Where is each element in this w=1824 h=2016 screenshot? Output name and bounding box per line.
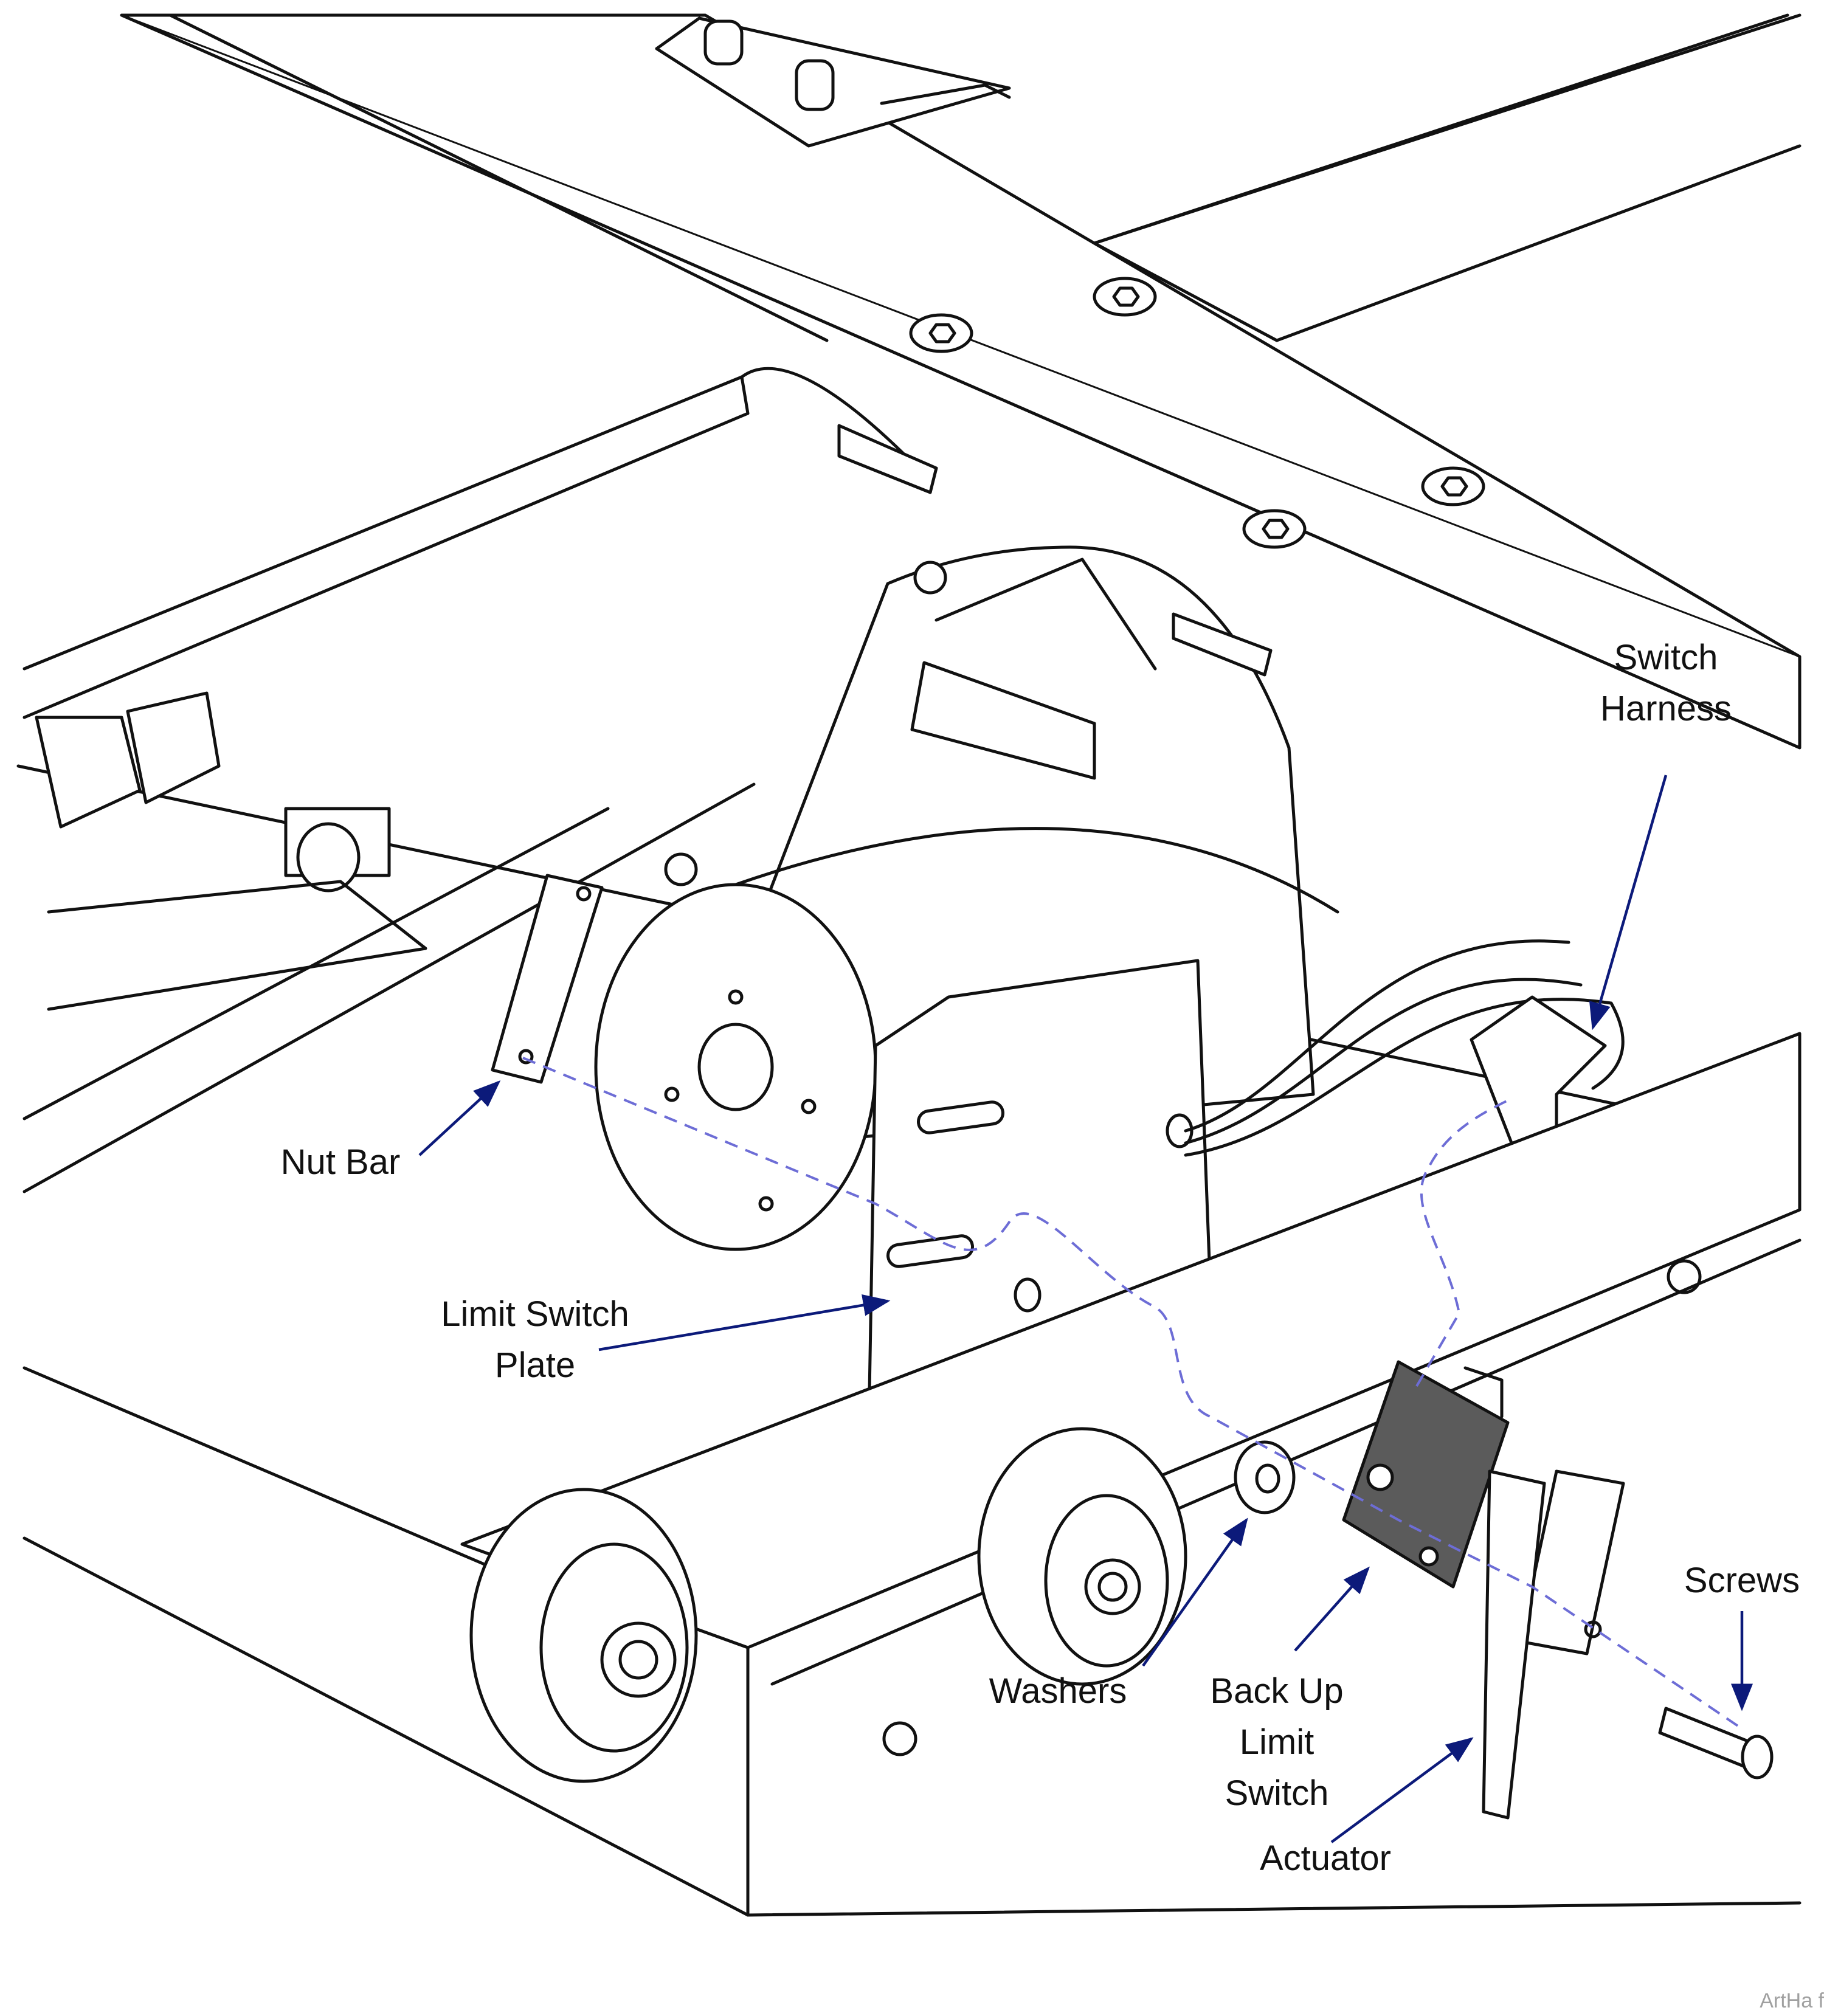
screw-part bbox=[1658, 1707, 1774, 1780]
label-actuator: Actuator bbox=[1260, 1838, 1391, 1878]
label-line: Limit bbox=[1239, 1722, 1314, 1762]
actuator-part bbox=[1482, 1469, 1625, 1820]
hex-bolt bbox=[1421, 466, 1485, 506]
label-line: Limit Switch bbox=[441, 1294, 629, 1334]
art-id: ArtHa f bbox=[1760, 1989, 1824, 2012]
limit-switch-plate-part bbox=[868, 959, 1212, 1394]
label-washers: Washers bbox=[989, 1671, 1127, 1711]
label-switch-harness: Switch Harness bbox=[1578, 632, 1754, 734]
top-mount-bracket bbox=[655, 16, 1011, 148]
label-line: Plate bbox=[494, 1345, 576, 1385]
hex-bolt bbox=[1242, 509, 1307, 549]
label-screws: Screws bbox=[1684, 1561, 1800, 1600]
hex-bolt bbox=[1093, 277, 1157, 317]
upper-frame-rail bbox=[120, 13, 1802, 750]
label-nut-bar: Nut Bar bbox=[280, 1142, 401, 1182]
arrow-limit-switch-plate bbox=[598, 1294, 891, 1351]
back-up-limit-switch-part bbox=[1342, 1360, 1510, 1589]
arrow-actuator bbox=[1330, 1737, 1474, 1843]
label-limit-switch-plate: Limit Switch Plate bbox=[413, 1289, 657, 1391]
arrow-nut-bar bbox=[418, 1080, 501, 1156]
arrow-switch-harness bbox=[1589, 775, 1668, 1030]
label-line: Switch bbox=[1614, 638, 1718, 677]
label-back-up-limit-switch: Back Up Limit Switch bbox=[1186, 1666, 1368, 1819]
washer-part bbox=[1234, 1440, 1296, 1514]
arrow-washers bbox=[1142, 1517, 1248, 1667]
label-line: Back Up bbox=[1210, 1671, 1344, 1711]
label-line: Harness bbox=[1600, 689, 1732, 728]
hex-bolt bbox=[909, 313, 973, 353]
caster-wheel bbox=[469, 1488, 698, 1783]
arrow-back-up-limit-switch bbox=[1294, 1566, 1370, 1652]
assembly-path bbox=[522, 1057, 1740, 1728]
nut-bar-part bbox=[491, 874, 604, 1084]
label-line: Switch bbox=[1225, 1773, 1329, 1813]
caster-wheel bbox=[977, 1427, 1187, 1686]
